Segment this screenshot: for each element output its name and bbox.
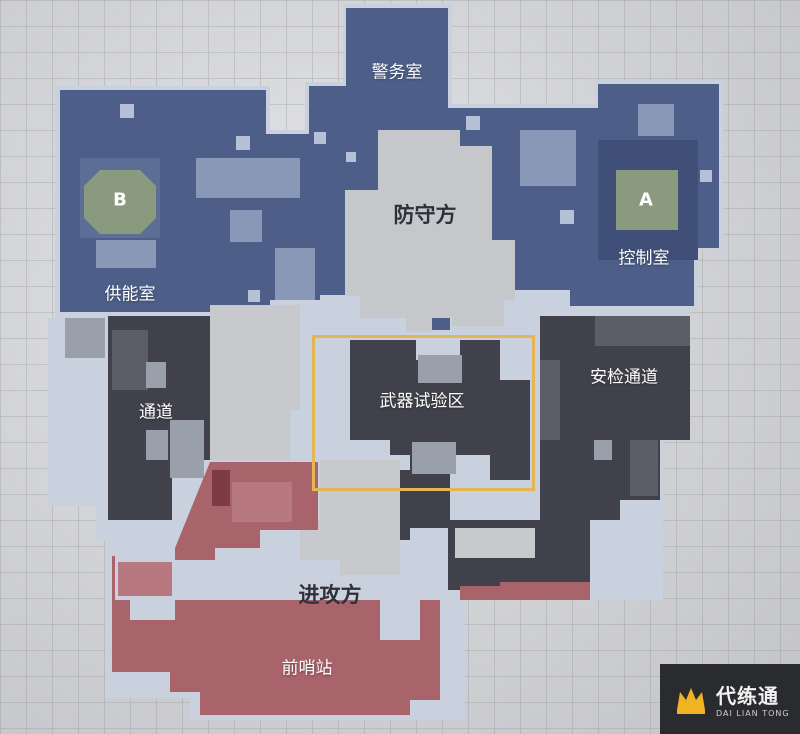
label-weapon-test-area: 武器试验区 xyxy=(379,391,465,412)
site-a-area xyxy=(598,140,698,260)
light-openings xyxy=(65,318,612,478)
label-power-room: 供能室 xyxy=(104,284,156,305)
attacker-highlights xyxy=(118,482,292,596)
attacker-zone xyxy=(112,462,590,715)
watermark: 代练通 DAI LIAN TONG xyxy=(660,664,800,734)
attacker-dark-patch xyxy=(212,470,230,506)
site-b-marker: B xyxy=(113,189,127,211)
mid-corridors xyxy=(112,316,690,496)
defender-spawn xyxy=(345,130,515,332)
map-details xyxy=(120,104,712,302)
watermark-subtitle: DAI LIAN TONG xyxy=(716,709,790,718)
label-police-room: 警务室 xyxy=(371,62,423,83)
label-outpost: 前哨站 xyxy=(281,658,333,679)
label-attackers: 进攻方 xyxy=(298,583,362,607)
site-a-marker: A xyxy=(639,189,653,211)
label-passage: 通道 xyxy=(139,402,173,423)
weapon-test-area-highlight xyxy=(312,335,535,491)
label-control-room: 控制室 xyxy=(618,248,670,269)
label-defenders: 防守方 xyxy=(393,203,457,227)
watermark-name: 代练通 xyxy=(716,684,779,708)
crown-logo-icon xyxy=(677,688,705,714)
label-security-passage: 安检通道 xyxy=(590,367,658,388)
site-b-area xyxy=(80,158,160,238)
defender-rooms xyxy=(96,104,674,300)
